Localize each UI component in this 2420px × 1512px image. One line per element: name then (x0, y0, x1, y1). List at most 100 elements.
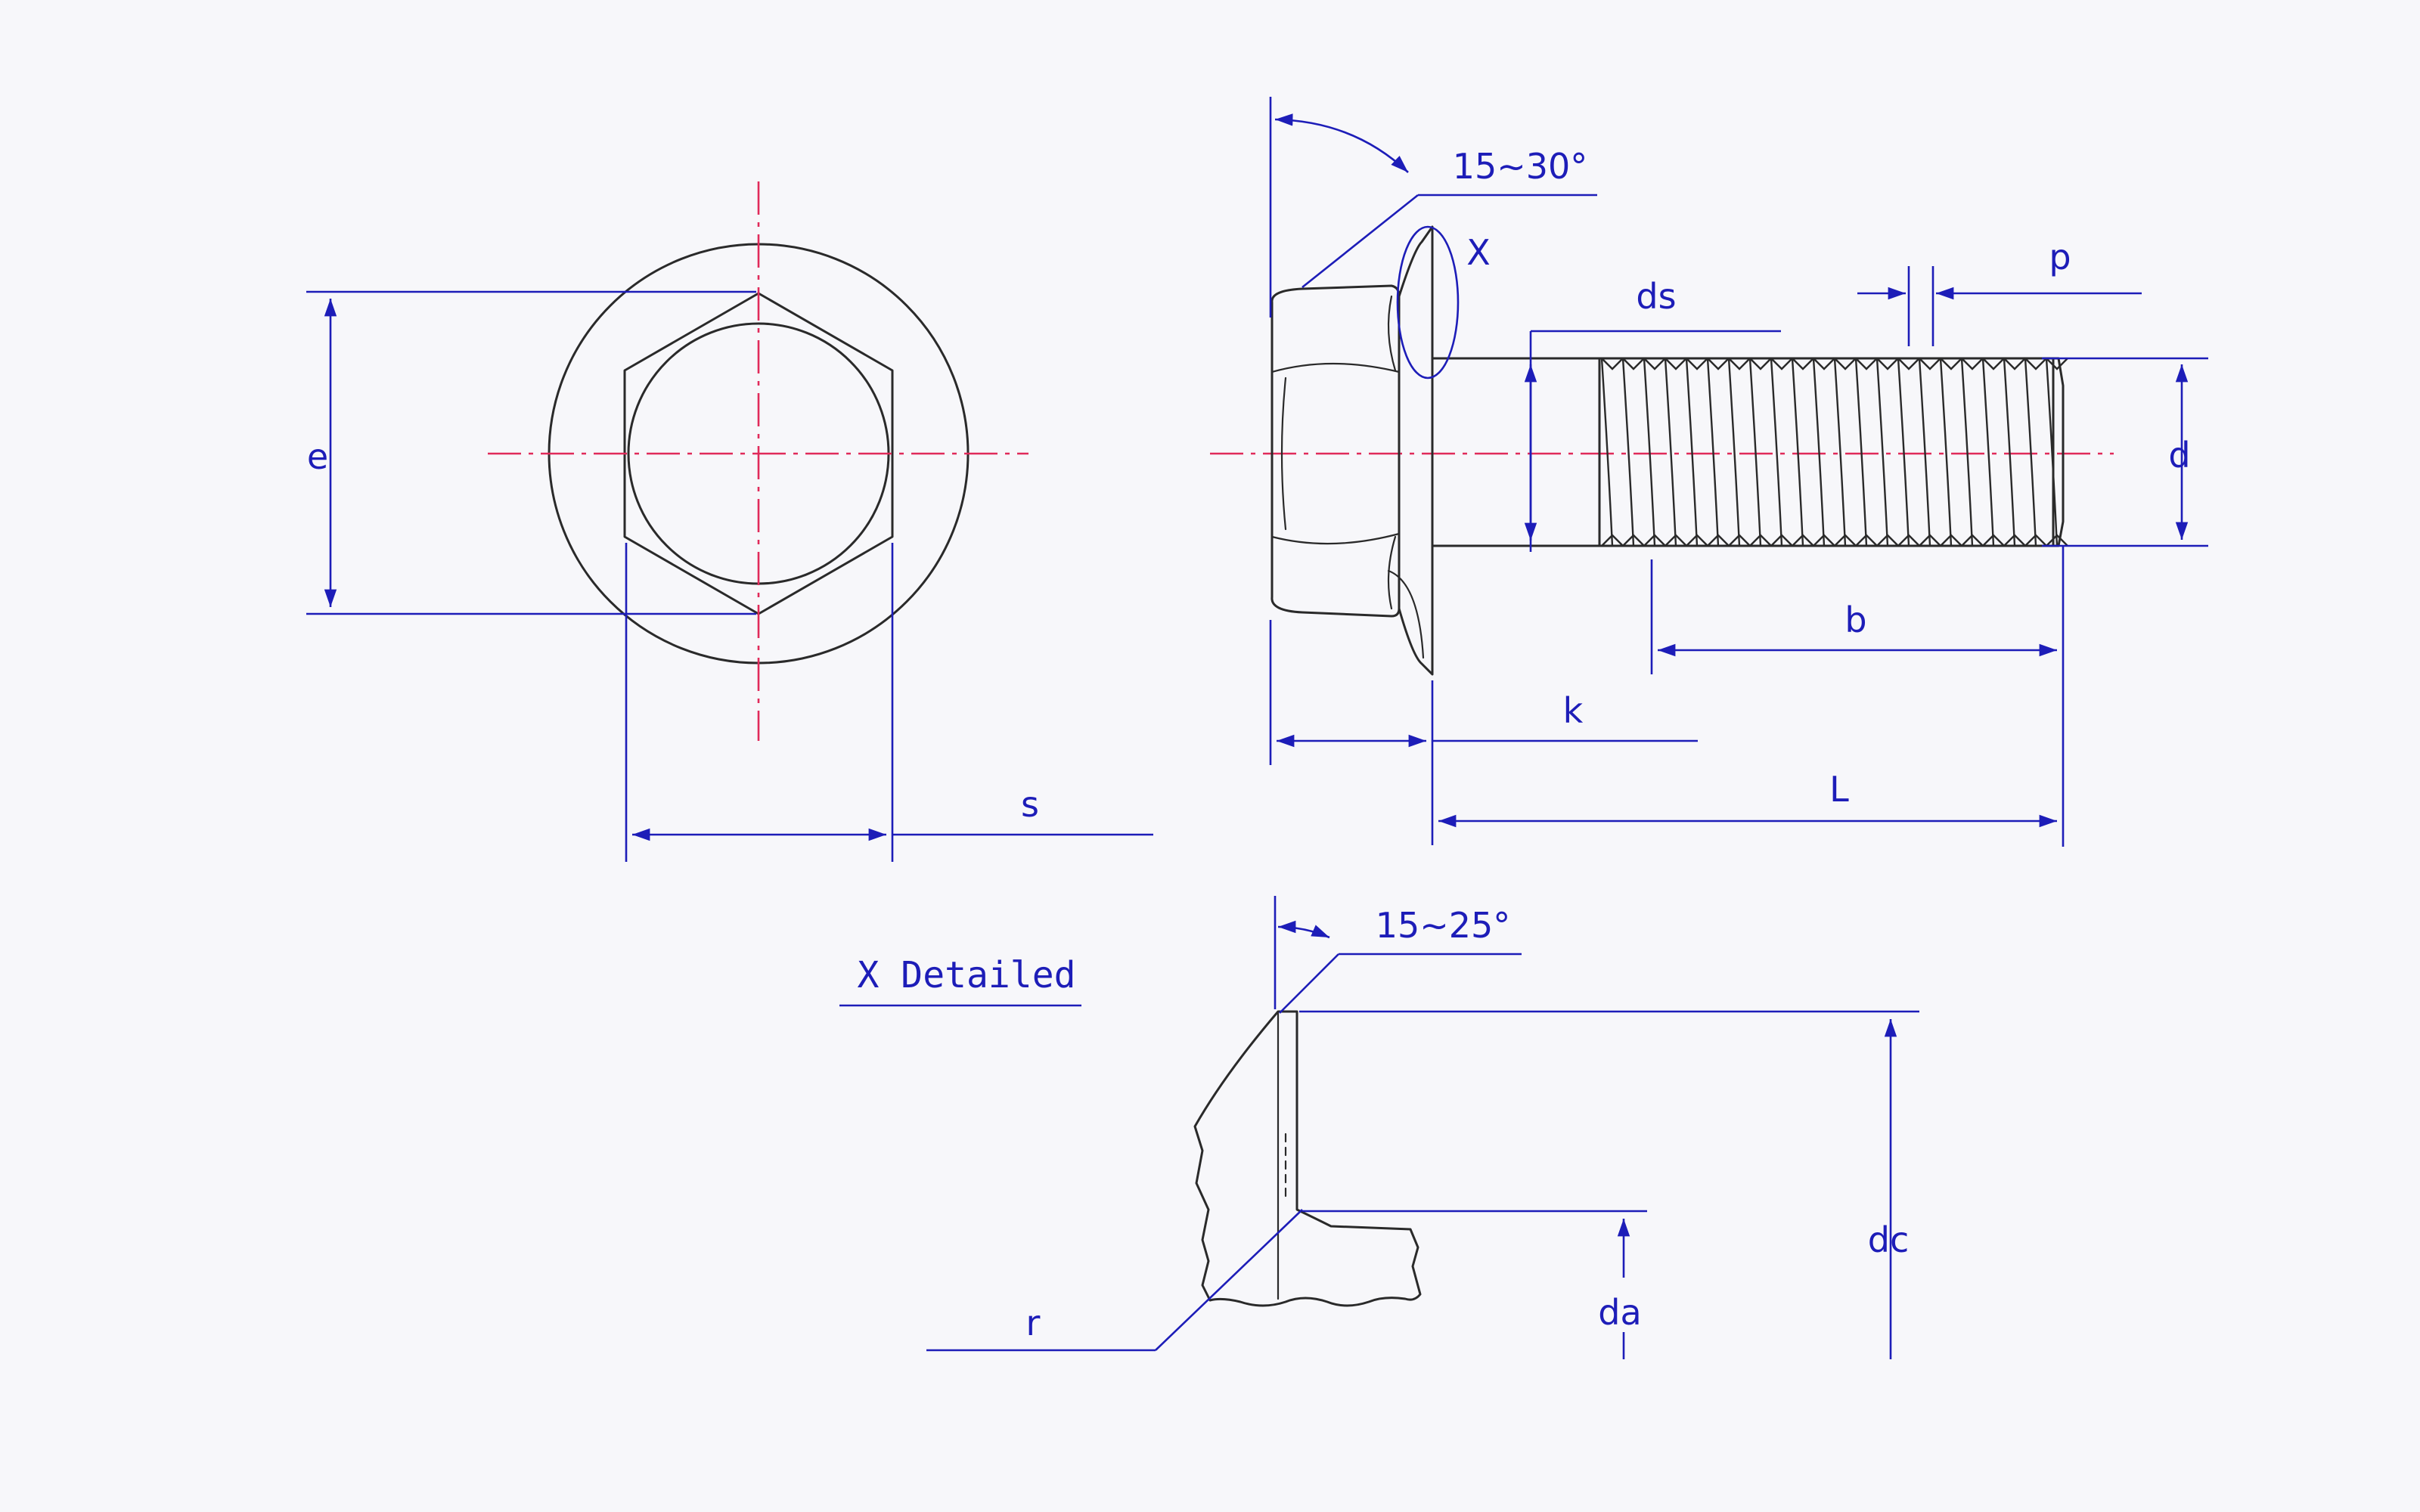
thread-tooth (1601, 534, 1624, 547)
thread-tooth (1855, 534, 1878, 547)
thread-tooth (1919, 534, 1941, 547)
thread-crest (1621, 358, 1635, 547)
thread-body (1598, 357, 2055, 547)
ds-label: ds (1636, 276, 1676, 317)
thread-crest (1876, 358, 1889, 547)
thread-tooth (2003, 534, 2026, 547)
thread-tooth (1834, 534, 1857, 547)
x-label: X (1466, 232, 1491, 273)
hex-head-edge-1 (1280, 376, 1287, 531)
flange-angle-arc (1277, 920, 1330, 939)
head-angle-arc (1274, 113, 1409, 173)
flange-shade (1387, 569, 1425, 659)
thread-crest (1939, 358, 1953, 547)
side-view: X 15~30° ds p d b k (1210, 97, 2208, 847)
thread-crest (1833, 358, 1847, 547)
thread-tooth (1897, 534, 1920, 547)
thread-crest (1770, 358, 1783, 547)
thread-tooth (1728, 358, 1751, 370)
x-region-circle (1396, 225, 1460, 380)
thread-tooth (1643, 534, 1666, 547)
hex-head-facet-1 (1270, 362, 1401, 373)
thread-crest (1748, 358, 1762, 547)
head-angle-label: 15~30° (1453, 146, 1588, 187)
thread-crest (1727, 358, 1741, 547)
thread-tooth (1792, 358, 1814, 370)
flange-detail (1193, 1010, 1422, 1307)
hex-head-edge-3 (1387, 535, 1397, 610)
thread-tooth (1665, 358, 1687, 370)
thread-tooth (1622, 534, 1645, 547)
hex-head (1270, 284, 1401, 618)
thread-tooth (1665, 534, 1687, 547)
thread-crest (1918, 358, 1931, 547)
thread-crest (1685, 358, 1699, 547)
flange-angle-label: 15~25° (1376, 905, 1511, 946)
thread-crest (1643, 358, 1656, 547)
head-angle-leader (1302, 194, 1419, 289)
thread-crest (1791, 358, 1804, 547)
thread-tooth (1622, 358, 1645, 370)
d-label: d (2168, 435, 2190, 476)
thread-tooth (2003, 358, 2026, 370)
p-label: p (2049, 237, 2071, 277)
thread-tooth (1601, 358, 1624, 370)
thread-tooth (1897, 358, 1920, 370)
detail-title: X Detailed (858, 954, 1076, 996)
thread-crest (1854, 358, 1868, 547)
x-detail-view: X Detailed 15~25° dc da r (839, 896, 1919, 1359)
r-label: r (1026, 1303, 1041, 1343)
thread-crest (1960, 358, 1974, 547)
flange-angle-leader (1279, 953, 1339, 1014)
thread-crest (1812, 358, 1826, 547)
e-label: e (307, 436, 328, 477)
b-label: b (1844, 600, 1866, 640)
thread-tooth (1686, 358, 1708, 370)
thread-tooth (1855, 358, 1878, 370)
hex-head-edge-2 (1387, 295, 1397, 372)
thread-crest (1706, 358, 1720, 547)
thread-tooth (1940, 534, 1962, 547)
thread-crest (1664, 358, 1677, 547)
thread-tooth (1707, 358, 1730, 370)
r-leader-diagonal (1155, 1209, 1303, 1351)
thread-crest (2045, 358, 2059, 547)
L-label: L (1829, 769, 1849, 810)
thread-tooth (1792, 534, 1814, 547)
thread-tooth (1643, 358, 1666, 370)
k-label: k (1563, 690, 1584, 731)
thread-tooth (1813, 534, 1835, 547)
thread-tooth (1728, 534, 1751, 547)
flange (1398, 225, 1434, 676)
thread-tooth (1940, 358, 1962, 370)
thread-tooth (2046, 534, 2068, 547)
thread-crest (2003, 358, 2016, 547)
thread-tip (2052, 357, 2065, 547)
thread-crest (1600, 358, 1614, 547)
thread-tooth (2024, 358, 2047, 370)
thread-tooth (1813, 358, 1835, 370)
thread-tooth (1876, 358, 1899, 370)
thread-lines (1600, 358, 2068, 547)
thread-crest (2024, 358, 2037, 547)
thread-tooth (1876, 534, 1899, 547)
hex-head-facet-2 (1270, 532, 1401, 545)
thread-tooth (1834, 358, 1857, 370)
thread-tooth (1707, 534, 1730, 547)
thread-tooth (2046, 358, 2068, 370)
thread-crest (1897, 358, 1910, 547)
thread-tooth (1686, 534, 1708, 547)
da-label: da (1598, 1292, 1641, 1333)
thread-tooth (1770, 534, 1793, 547)
top-view: e s (306, 181, 1153, 862)
thread-tooth (1749, 358, 1772, 370)
thread-tooth (1982, 358, 2005, 370)
thread-tooth (1749, 534, 1772, 547)
dc-label: dc (1868, 1219, 1910, 1260)
thread-tooth (1982, 534, 2005, 547)
thread-tooth (1770, 358, 1793, 370)
thread-tooth (2024, 534, 2047, 547)
thread-tooth (1961, 358, 1984, 370)
thread-tooth (1961, 534, 1984, 547)
